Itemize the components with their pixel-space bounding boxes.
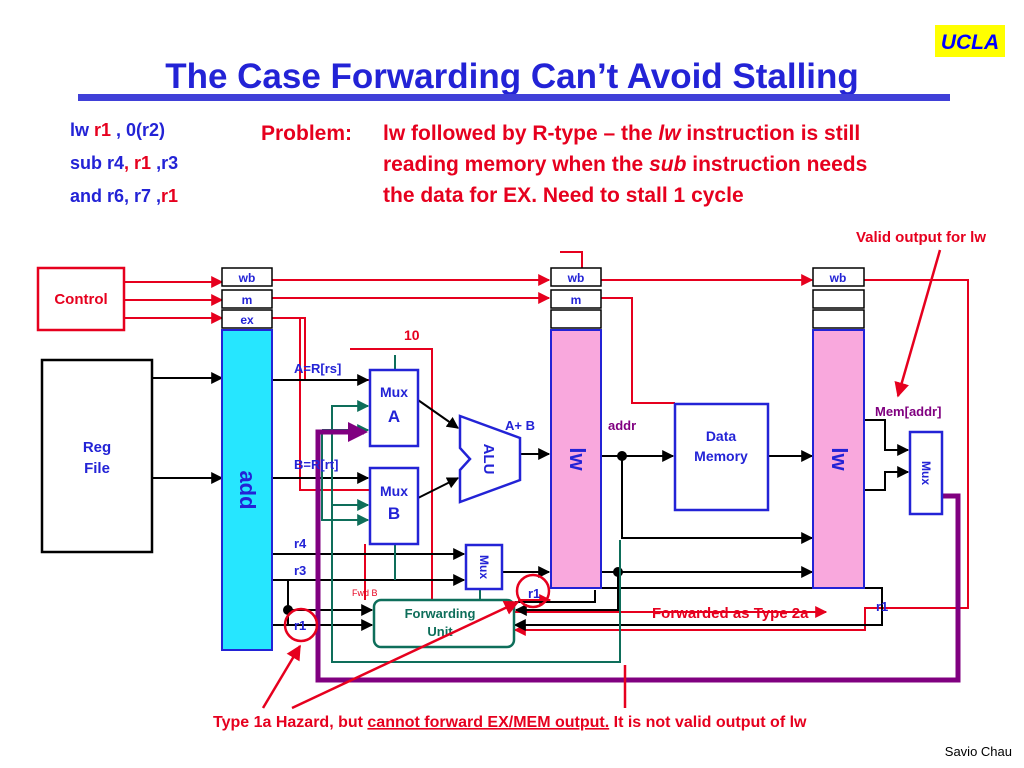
label-forwarded: Forwarded as Type 2a: [652, 605, 809, 622]
label-ten: 10: [404, 327, 420, 343]
svg-text:m: m: [242, 293, 253, 307]
svg-text:File: File: [84, 460, 110, 477]
id-ex-register: wb m ex add: [221, 267, 273, 651]
problem-text: lw followed by R-type – the lw instructi…: [383, 122, 867, 207]
data-wires: [152, 372, 910, 631]
page-title: The Case Forwarding Can’t Avoid Stalling: [165, 57, 859, 96]
mem-wb-stage-label: lw: [827, 447, 852, 471]
svg-text:Mux: Mux: [380, 384, 408, 400]
ucla-logo: UCLA: [935, 25, 1005, 57]
svg-text:Data: Data: [706, 428, 737, 444]
svg-text:Unit: Unit: [427, 624, 453, 639]
label-fwd-b: Fwd B: [352, 588, 378, 598]
mux-destination: Mux: [464, 543, 504, 591]
svg-text:Forwarding: Forwarding: [405, 606, 476, 621]
mux-a: Mux A: [368, 368, 420, 448]
problem-line: reading memory when the sub instruction …: [383, 153, 867, 176]
title-underline: [78, 94, 950, 101]
label-a-rs: A=R[rs]: [294, 361, 341, 376]
alu: ALU: [458, 414, 522, 504]
mux-writeback: Mux: [908, 430, 944, 516]
code-line: lw r1 , 0(r2): [70, 120, 165, 140]
ex-mem-stage-label: lw: [565, 447, 590, 471]
svg-text:m: m: [571, 293, 582, 307]
svg-text:Mux: Mux: [919, 461, 933, 485]
problem-line: the data for EX. Need to stall 1 cycle: [383, 184, 744, 207]
valid-output-arrow: [894, 249, 942, 398]
control-unit: Control: [36, 266, 126, 332]
label-r4: r4: [294, 536, 307, 551]
ex-mem-register: wb m lw: [550, 267, 602, 589]
author: Savio Chau: [945, 744, 1012, 759]
mem-wb-register: wb lw: [812, 267, 865, 589]
svg-text:Memory: Memory: [694, 448, 748, 464]
svg-text:wb: wb: [567, 271, 585, 285]
hazard-highlights: [261, 573, 627, 710]
svg-text:wb: wb: [238, 271, 256, 285]
svg-text:Reg: Reg: [83, 439, 111, 456]
label-r1-ex: r1: [528, 586, 540, 601]
hazard-footnote: Type 1a Hazard, but cannot forward EX/ME…: [213, 714, 807, 731]
svg-text:Mux: Mux: [477, 555, 491, 579]
valid-output-label: Valid output for lw: [856, 229, 986, 246]
register-file: Reg File: [40, 358, 154, 554]
label-mem-addr: Mem[addr]: [875, 404, 941, 419]
label-r3: r3: [294, 563, 306, 578]
code-line: sub r4, r1 ,r3: [70, 153, 178, 173]
svg-text:wb: wb: [829, 271, 847, 285]
problem-line: lw followed by R-type – the lw instructi…: [383, 122, 860, 145]
svg-text:ex: ex: [240, 313, 254, 327]
label-a-plus-b: A+ B: [505, 418, 535, 433]
svg-text:A: A: [388, 407, 400, 426]
svg-text:ALU: ALU: [480, 444, 497, 475]
code-listing: lw r1 , 0(r2) sub r4, r1 ,r3 and r6, r7 ,r…: [70, 120, 178, 206]
svg-text:Control: Control: [54, 291, 107, 308]
svg-text:Mux: Mux: [380, 483, 408, 499]
mux-b: Mux B: [368, 466, 420, 546]
code-line: and r6, r7 ,r1: [70, 186, 178, 206]
diagram-labels: A=R[rs] B=R[rt] r4 r3 r1 r1 r1 10 A+ B a…: [294, 327, 941, 633]
label-r1-id: r1: [294, 618, 306, 633]
svg-text:B: B: [388, 504, 400, 523]
forwarding-unit: Forwarding Unit: [372, 598, 516, 649]
label-addr: addr: [608, 418, 636, 433]
ucla-logo-text: UCLA: [941, 31, 999, 54]
id-ex-stage-label: add: [235, 470, 260, 509]
label-r1-mem: r1: [876, 599, 888, 614]
writeback-wire: [315, 422, 961, 683]
data-memory: Data Memory: [673, 402, 770, 512]
problem-label: Problem:: [261, 122, 352, 145]
label-b-rt: B=R[rt]: [294, 457, 338, 472]
